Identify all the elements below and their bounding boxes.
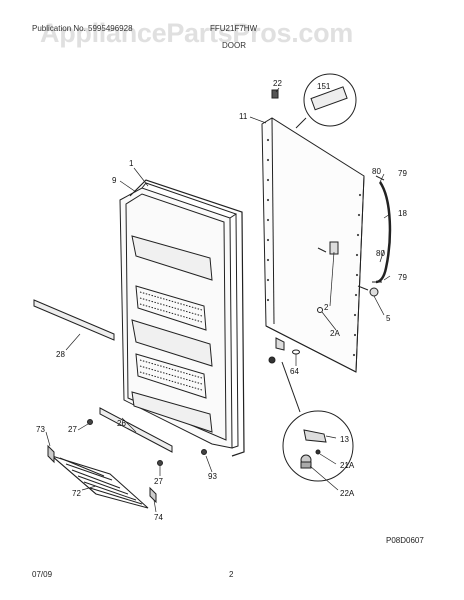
lock-cylinder — [369, 287, 379, 297]
washer — [292, 349, 300, 355]
publication-number: Publication No. 5995496928 — [32, 24, 133, 33]
panel-screw-holes — [266, 138, 362, 357]
wire-basket — [51, 455, 149, 509]
footer-date: 07/09 — [32, 570, 53, 579]
basket-clip-left — [47, 444, 55, 464]
outer-door-panel — [261, 117, 365, 373]
callout-5: 5 — [386, 314, 391, 323]
callout-11: 11 — [239, 112, 248, 121]
watermark: AppliancePartsPros.com — [40, 18, 354, 48]
control-board — [310, 86, 348, 111]
callout-79-bottom: 79 — [398, 273, 407, 282]
callout-27-left: 27 — [68, 425, 77, 434]
callout-79-top: 79 — [398, 169, 407, 178]
callout-73: 73 — [36, 425, 45, 434]
callout-18: 18 — [398, 209, 407, 218]
model-number: FFU21F7HW — [210, 24, 258, 33]
callout-151: 151 — [317, 82, 331, 91]
section-title: DOOR — [222, 41, 246, 50]
door-gasket — [133, 179, 245, 457]
figure-code: P08D0607 — [386, 536, 424, 545]
callout-27-bottom: 27 — [154, 477, 163, 486]
trim-strip-28 — [33, 299, 115, 341]
door-liner — [119, 182, 239, 449]
callout-80-bottom: 80 — [376, 249, 385, 258]
trim-strip-26 — [99, 407, 173, 453]
callout-2: 2 — [324, 303, 329, 312]
screw-93 — [201, 449, 207, 455]
magnifier-control — [303, 73, 357, 127]
callout-22a: 22A — [340, 489, 355, 498]
callout-22: 22 — [273, 79, 282, 88]
callout-26: 26 — [117, 419, 126, 428]
footer-page: 2 — [229, 570, 234, 579]
hinge-pin — [268, 356, 276, 364]
callout-21a: 21A — [340, 461, 355, 470]
screw-27-a — [87, 419, 93, 425]
hinge-bracket — [275, 337, 285, 351]
callout-93: 93 — [208, 472, 217, 481]
basket-clip-right — [149, 486, 157, 504]
callout-9: 9 — [112, 176, 117, 185]
callout-2a: 2A — [330, 329, 340, 338]
hinge-detail-circle — [282, 410, 354, 482]
screw-27-b — [157, 460, 163, 466]
callout-72: 72 — [72, 489, 81, 498]
callout-64: 64 — [290, 367, 299, 376]
callout-74: 74 — [154, 513, 163, 522]
small-screw — [317, 307, 323, 313]
door-handle — [375, 181, 392, 284]
callout-28: 28 — [56, 350, 65, 359]
top-screw — [271, 89, 279, 99]
callout-1: 1 — [129, 159, 134, 168]
callout-80-top: 80 — [372, 167, 381, 176]
callout-13: 13 — [340, 435, 349, 444]
